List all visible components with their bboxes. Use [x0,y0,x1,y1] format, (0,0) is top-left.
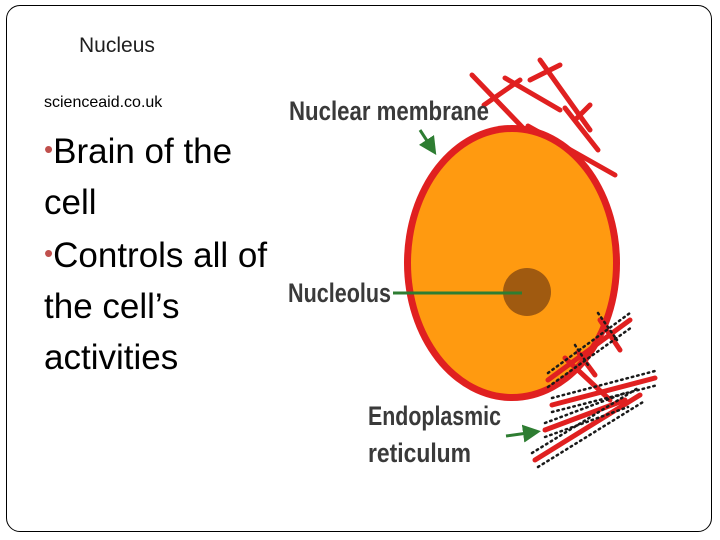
slide-title: Nucleus [79,34,155,57]
bullet-text: Controls all of the cell’s activities [44,236,268,377]
source-credit: scienceaid.co.uk [44,94,163,111]
bullet-list: •Brain of the cell •Controls all of the … [44,124,274,383]
bullet-item: •Controls all of the cell’s activities [44,228,274,383]
ribosome-dots [530,311,660,469]
nucleolus [503,268,551,316]
label-nuclear-membrane: Nuclear membrane [289,96,489,126]
bullet-text: Brain of the cell [44,132,233,222]
slide-frame [6,5,712,532]
bullet-dot: • [44,238,54,268]
label-endoplasmic: Endoplasmic [368,401,501,431]
bullet-dot: • [44,134,54,164]
nucleus-body [411,132,613,394]
arrow-membrane [418,129,437,156]
label-reticulum: reticulum [368,438,471,468]
bullet-item: •Brain of the cell [44,124,274,228]
arrow-er [505,424,541,443]
label-nucleolus: Nucleolus [288,278,391,308]
er-top [469,57,618,178]
